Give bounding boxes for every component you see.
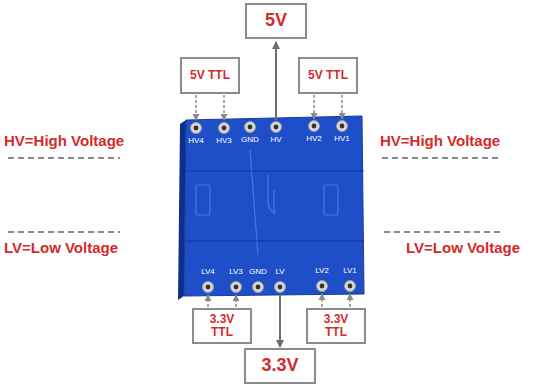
side-label: HV=High Voltage xyxy=(380,133,500,150)
pin-name: HV xyxy=(270,136,281,145)
signal-box: 3.3V TTL xyxy=(192,308,252,344)
signal-arrows xyxy=(196,95,350,307)
box-content: 5V TTL xyxy=(190,69,230,82)
box-text: 3.3V xyxy=(261,356,298,376)
pin-name: LV4 xyxy=(201,268,215,277)
pin-name: LV xyxy=(275,268,284,277)
box-content: 5V TTL xyxy=(308,69,348,82)
pin-name: LV2 xyxy=(315,267,329,276)
pin-name: HV2 xyxy=(306,135,322,144)
box-content: 3.3V xyxy=(261,356,298,376)
pin-name: LV3 xyxy=(229,268,243,277)
box-text: 3.3V TTL xyxy=(314,313,358,339)
box-text: 5V TTL xyxy=(190,69,230,82)
side-label: LV=Low Voltage xyxy=(4,240,118,257)
side-label: LV=Low Voltage xyxy=(406,240,520,257)
pin-name: LV1 xyxy=(343,267,357,276)
pin-holes-top xyxy=(191,121,348,134)
separator-dashes xyxy=(8,158,500,232)
box-text: 5V TTL xyxy=(308,69,348,82)
box-text: 3.3V TTL xyxy=(200,313,244,339)
board-lines xyxy=(186,170,364,242)
signal-box: 5V TTL xyxy=(298,57,358,94)
pin-name: GND xyxy=(249,268,267,277)
board-traces xyxy=(196,150,338,255)
side-label: HV=High Voltage xyxy=(4,133,124,150)
supply-arrow xyxy=(279,294,281,347)
box-content: 3.3V TTL xyxy=(200,313,244,339)
box-content: 5V xyxy=(265,11,287,31)
supply-box: 3.3V xyxy=(244,348,316,384)
pin-holes-bottom xyxy=(203,281,356,293)
box-text: 5V xyxy=(265,11,287,31)
board xyxy=(184,116,364,296)
signal-box: 5V TTL xyxy=(180,57,240,94)
pin-name: HV1 xyxy=(334,135,350,144)
pin-name: HV4 xyxy=(188,137,204,146)
pin-name: HV3 xyxy=(216,137,232,146)
supply-arrow xyxy=(275,42,277,120)
supply-box: 5V xyxy=(245,3,307,39)
box-content: 3.3V TTL xyxy=(314,313,358,339)
signal-box: 3.3V TTL xyxy=(306,308,366,344)
pin-name: GND xyxy=(241,136,259,145)
